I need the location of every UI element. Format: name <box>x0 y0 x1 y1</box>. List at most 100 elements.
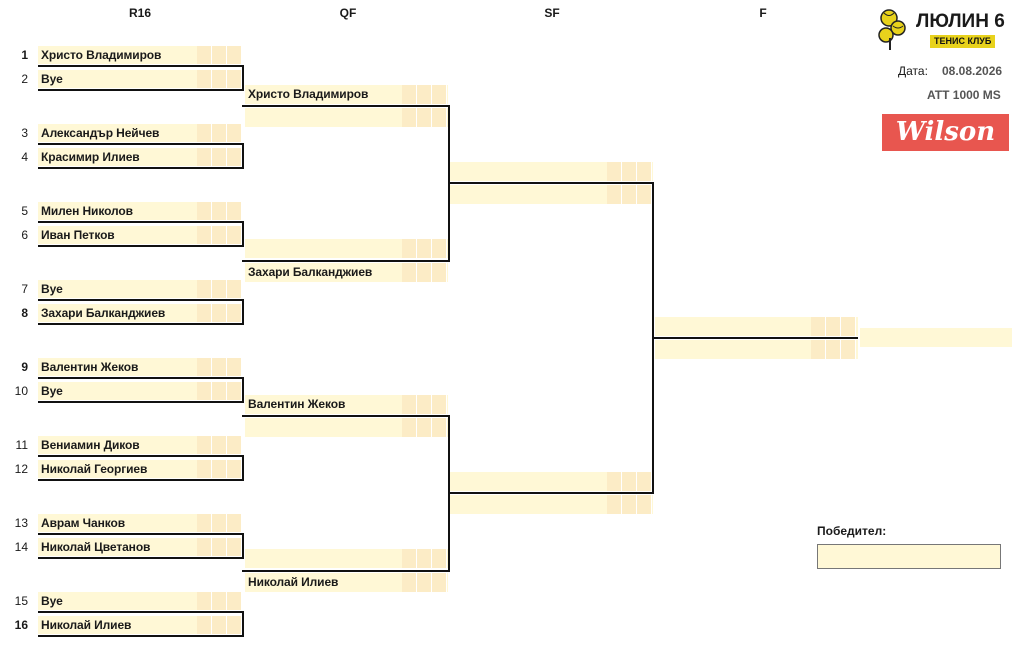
qf-score-cell[interactable] <box>417 549 432 568</box>
qf-score-cell[interactable] <box>432 108 447 127</box>
qf-score-cell[interactable] <box>417 239 432 258</box>
r16-score-cell[interactable] <box>227 70 242 88</box>
r16-score-cell[interactable] <box>227 202 242 220</box>
r16-slot[interactable] <box>38 148 242 166</box>
r16-score-cell[interactable] <box>212 436 227 454</box>
r16-score-cell[interactable] <box>197 382 212 400</box>
r16-slot[interactable] <box>38 592 242 610</box>
final-score-cell[interactable] <box>841 317 856 336</box>
r16-score-cell[interactable] <box>197 46 212 64</box>
winner-field[interactable] <box>817 544 1001 569</box>
qf-score-cell[interactable] <box>402 549 417 568</box>
qf-slot[interactable] <box>245 549 448 568</box>
r16-score-cell[interactable] <box>197 148 212 166</box>
sf-score-cell[interactable] <box>637 495 652 514</box>
r16-score-cell[interactable] <box>212 538 227 556</box>
sf-score-cell[interactable] <box>622 472 637 491</box>
r16-slot[interactable] <box>38 124 242 142</box>
qf-score-cell[interactable] <box>417 108 432 127</box>
r16-score-cell[interactable] <box>227 538 242 556</box>
r16-score-cell[interactable] <box>227 124 242 142</box>
qf-slot[interactable] <box>245 108 448 127</box>
qf-score-cell[interactable] <box>417 418 432 437</box>
r16-score-cell[interactable] <box>227 280 242 298</box>
qf-score-cell[interactable] <box>432 395 447 414</box>
r16-score-cell[interactable] <box>227 592 242 610</box>
r16-slot[interactable] <box>38 436 242 454</box>
r16-score-cell[interactable] <box>197 70 212 88</box>
qf-score-cell[interactable] <box>402 573 417 592</box>
r16-score-cell[interactable] <box>212 514 227 532</box>
r16-score-cell[interactable] <box>227 304 242 322</box>
r16-slot[interactable] <box>38 202 242 220</box>
r16-slot[interactable] <box>38 358 242 376</box>
sf-slot[interactable] <box>450 472 653 491</box>
sf-score-cell[interactable] <box>637 472 652 491</box>
r16-score-cell[interactable] <box>227 226 242 244</box>
qf-score-cell[interactable] <box>402 85 417 104</box>
sf-slot[interactable] <box>450 185 653 204</box>
qf-score-cell[interactable] <box>432 549 447 568</box>
r16-score-cell[interactable] <box>212 592 227 610</box>
r16-slot[interactable] <box>38 304 242 322</box>
r16-score-cell[interactable] <box>212 382 227 400</box>
r16-score-cell[interactable] <box>212 70 227 88</box>
r16-slot[interactable] <box>38 46 242 64</box>
qf-score-cell[interactable] <box>417 263 432 282</box>
r16-score-cell[interactable] <box>197 514 212 532</box>
r16-score-cell[interactable] <box>227 148 242 166</box>
final-score-cell[interactable] <box>811 340 826 359</box>
r16-score-cell[interactable] <box>197 358 212 376</box>
sf-score-cell[interactable] <box>637 185 652 204</box>
r16-score-cell[interactable] <box>197 304 212 322</box>
r16-score-cell[interactable] <box>212 280 227 298</box>
r16-slot[interactable] <box>38 616 242 634</box>
r16-score-cell[interactable] <box>227 436 242 454</box>
sf-score-cell[interactable] <box>622 495 637 514</box>
qf-slot[interactable] <box>245 573 448 592</box>
r16-score-cell[interactable] <box>212 616 227 634</box>
sf-slot[interactable] <box>450 162 653 181</box>
r16-score-cell[interactable] <box>227 382 242 400</box>
r16-slot[interactable] <box>38 460 242 478</box>
qf-score-cell[interactable] <box>402 263 417 282</box>
qf-score-cell[interactable] <box>432 85 447 104</box>
r16-score-cell[interactable] <box>197 616 212 634</box>
r16-score-cell[interactable] <box>212 358 227 376</box>
champion-slot[interactable] <box>860 328 1012 347</box>
r16-score-cell[interactable] <box>212 202 227 220</box>
sf-score-cell[interactable] <box>607 495 622 514</box>
r16-slot[interactable] <box>38 538 242 556</box>
qf-score-cell[interactable] <box>432 239 447 258</box>
r16-score-cell[interactable] <box>197 460 212 478</box>
r16-score-cell[interactable] <box>227 460 242 478</box>
final-slot[interactable] <box>655 317 858 336</box>
r16-score-cell[interactable] <box>212 304 227 322</box>
r16-slot[interactable] <box>38 514 242 532</box>
qf-score-cell[interactable] <box>417 573 432 592</box>
r16-score-cell[interactable] <box>227 616 242 634</box>
qf-slot[interactable] <box>245 239 448 258</box>
qf-slot[interactable] <box>245 418 448 437</box>
r16-score-cell[interactable] <box>197 202 212 220</box>
r16-score-cell[interactable] <box>227 46 242 64</box>
sf-score-cell[interactable] <box>607 162 622 181</box>
r16-slot[interactable] <box>38 70 242 88</box>
r16-score-cell[interactable] <box>197 538 212 556</box>
qf-score-cell[interactable] <box>402 108 417 127</box>
r16-slot[interactable] <box>38 226 242 244</box>
sf-score-cell[interactable] <box>607 185 622 204</box>
r16-score-cell[interactable] <box>212 148 227 166</box>
sf-score-cell[interactable] <box>637 162 652 181</box>
r16-score-cell[interactable] <box>212 46 227 64</box>
r16-score-cell[interactable] <box>212 460 227 478</box>
qf-slot[interactable] <box>245 263 448 282</box>
r16-slot[interactable] <box>38 280 242 298</box>
r16-score-cell[interactable] <box>227 514 242 532</box>
r16-score-cell[interactable] <box>197 280 212 298</box>
r16-score-cell[interactable] <box>212 124 227 142</box>
sf-score-cell[interactable] <box>622 162 637 181</box>
final-score-cell[interactable] <box>826 317 841 336</box>
qf-score-cell[interactable] <box>417 85 432 104</box>
qf-score-cell[interactable] <box>432 418 447 437</box>
